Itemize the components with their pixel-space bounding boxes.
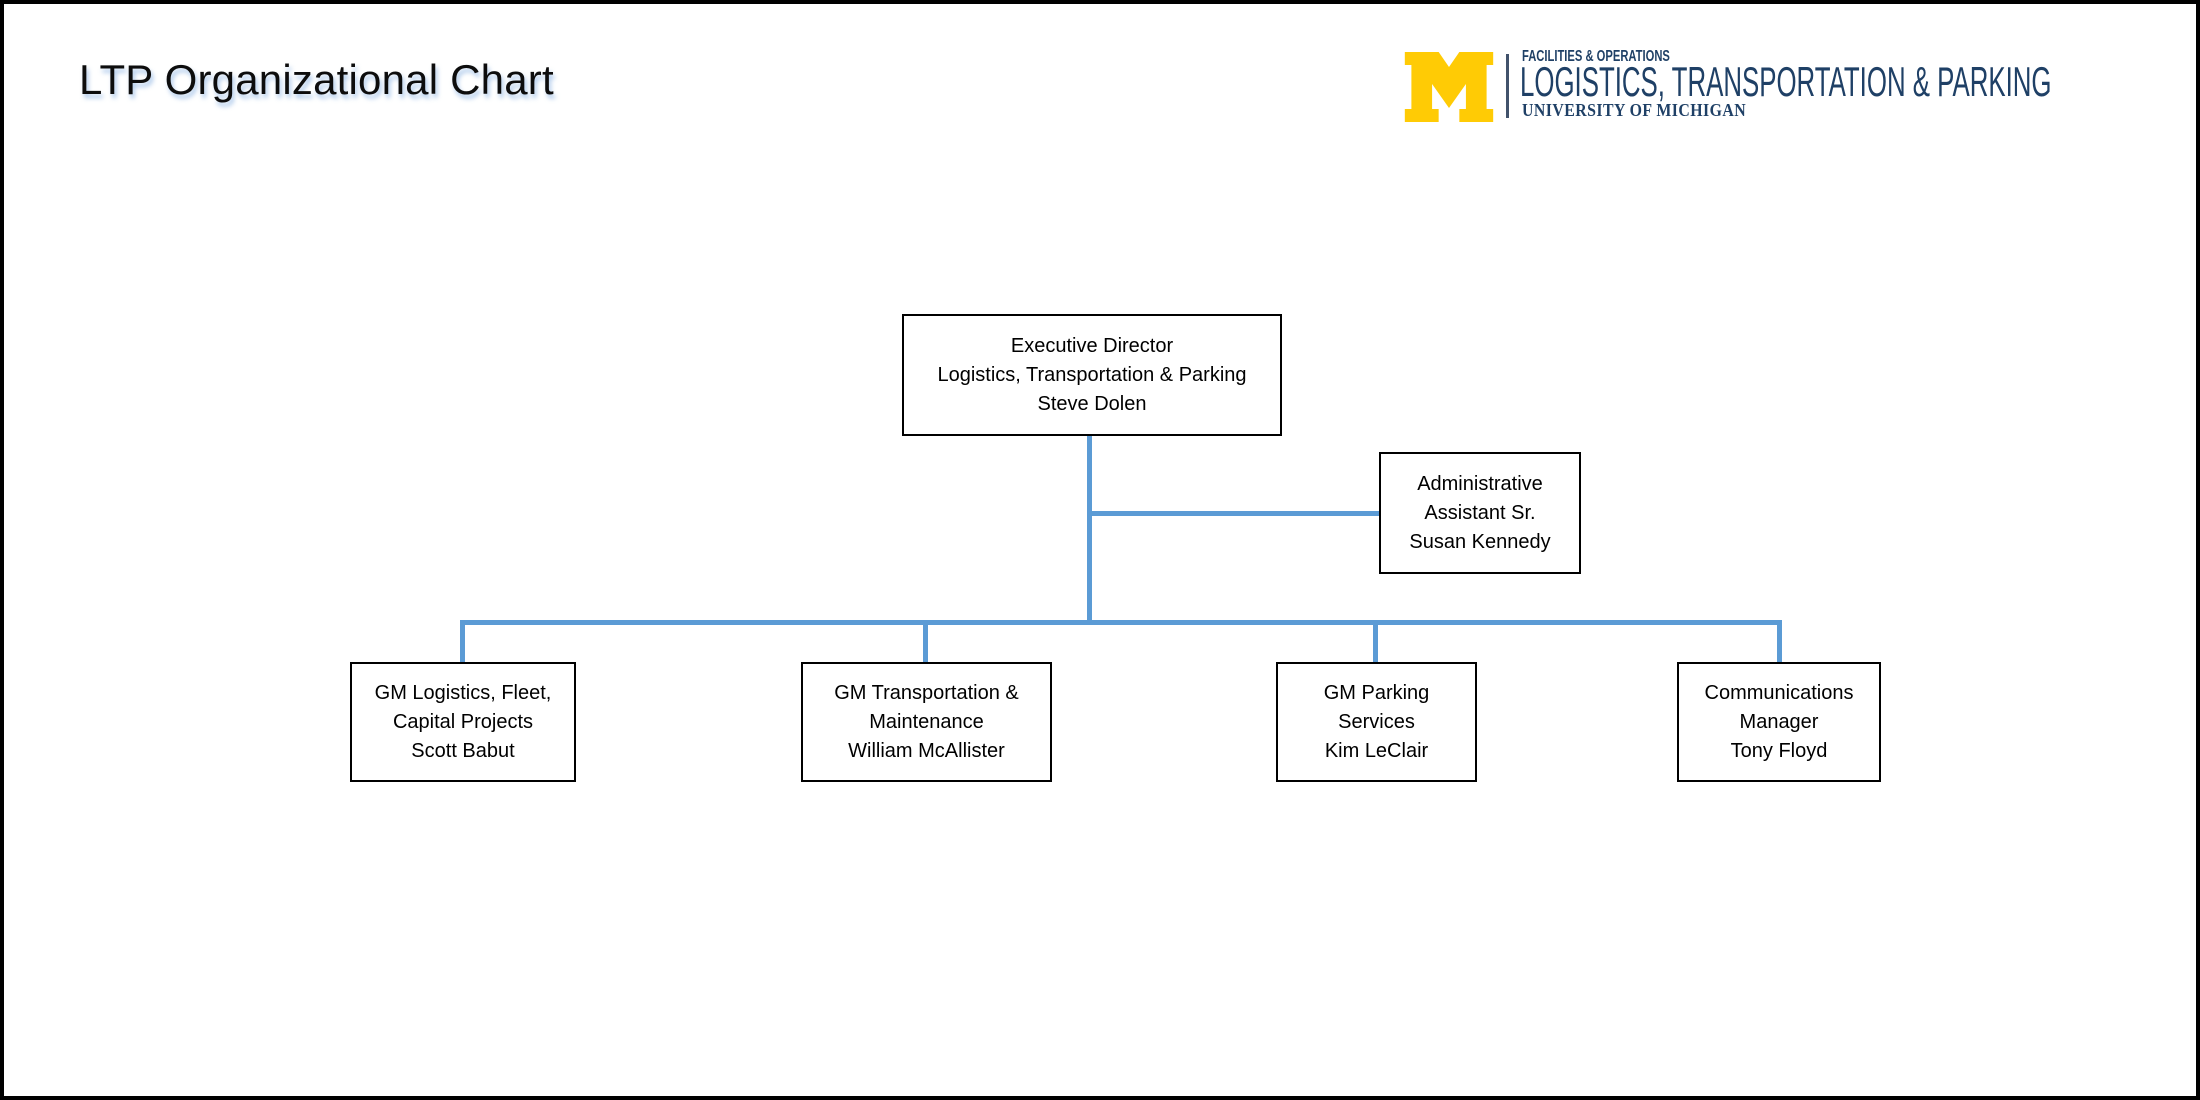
org-node-person: Tony Floyd	[1730, 739, 1828, 762]
org-node-gm-logistics-fleet-capital-projects: GM Logistics, Fleet, Capital Projects Sc…	[350, 662, 576, 782]
org-node-detail: Manager	[1739, 710, 1819, 733]
connector-drop-gm-transportation	[923, 624, 928, 662]
org-node-detail: Maintenance	[869, 710, 984, 733]
block-m-logo-icon	[1404, 52, 1494, 122]
org-node-title: Administrative	[1417, 472, 1543, 495]
connector-exec-vertical	[1087, 436, 1092, 624]
connector-admin-branch	[1090, 511, 1379, 516]
org-node-title: Executive Director	[1010, 334, 1174, 357]
org-node-title: GM Logistics, Fleet,	[374, 681, 552, 704]
org-node-detail: Assistant Sr.	[1424, 501, 1536, 524]
org-node-person: William McAllister	[848, 739, 1005, 762]
org-node-executive-director: Executive Director Logistics, Transporta…	[902, 314, 1282, 436]
connector-horizontal-bus	[460, 620, 1782, 625]
connector-drop-gm-logistics	[460, 622, 465, 662]
logo-institution-text: UNIVERSITY OF MICHIGAN	[1522, 100, 1747, 120]
page-title: LTP Organizational Chart	[79, 56, 554, 103]
org-node-communications-manager: Communications Manager Tony Floyd	[1677, 662, 1881, 782]
logo-division-text: FACILITIES & OPERATIONS	[1522, 48, 1670, 65]
org-node-gm-transportation-maintenance: GM Transportation & Maintenance William …	[801, 662, 1052, 782]
logo-divider	[1506, 54, 1509, 118]
org-node-gm-parking-services: GM Parking Services Kim LeClair	[1276, 662, 1477, 782]
connector-drop-communications	[1777, 622, 1782, 662]
connector-drop-gm-parking	[1373, 624, 1378, 662]
org-node-person: Kim LeClair	[1324, 739, 1429, 762]
org-node-person: Susan Kennedy	[1409, 530, 1551, 553]
org-node-detail: Logistics, Transportation & Parking	[937, 363, 1247, 386]
org-node-title: GM Parking	[1323, 681, 1430, 704]
org-node-detail: Capital Projects	[392, 710, 534, 733]
logo-department-text: LOGISTICS, TRANSPORTATION & PARKING	[1520, 58, 2052, 105]
org-node-administrative-assistant: Administrative Assistant Sr. Susan Kenne…	[1379, 452, 1581, 574]
org-node-person: Steve Dolen	[1037, 392, 1147, 415]
org-node-title: GM Transportation &	[834, 681, 1019, 704]
org-node-title: Communications	[1704, 681, 1854, 704]
org-node-person: Scott Babut	[411, 739, 515, 762]
org-node-detail: Services	[1338, 710, 1415, 733]
